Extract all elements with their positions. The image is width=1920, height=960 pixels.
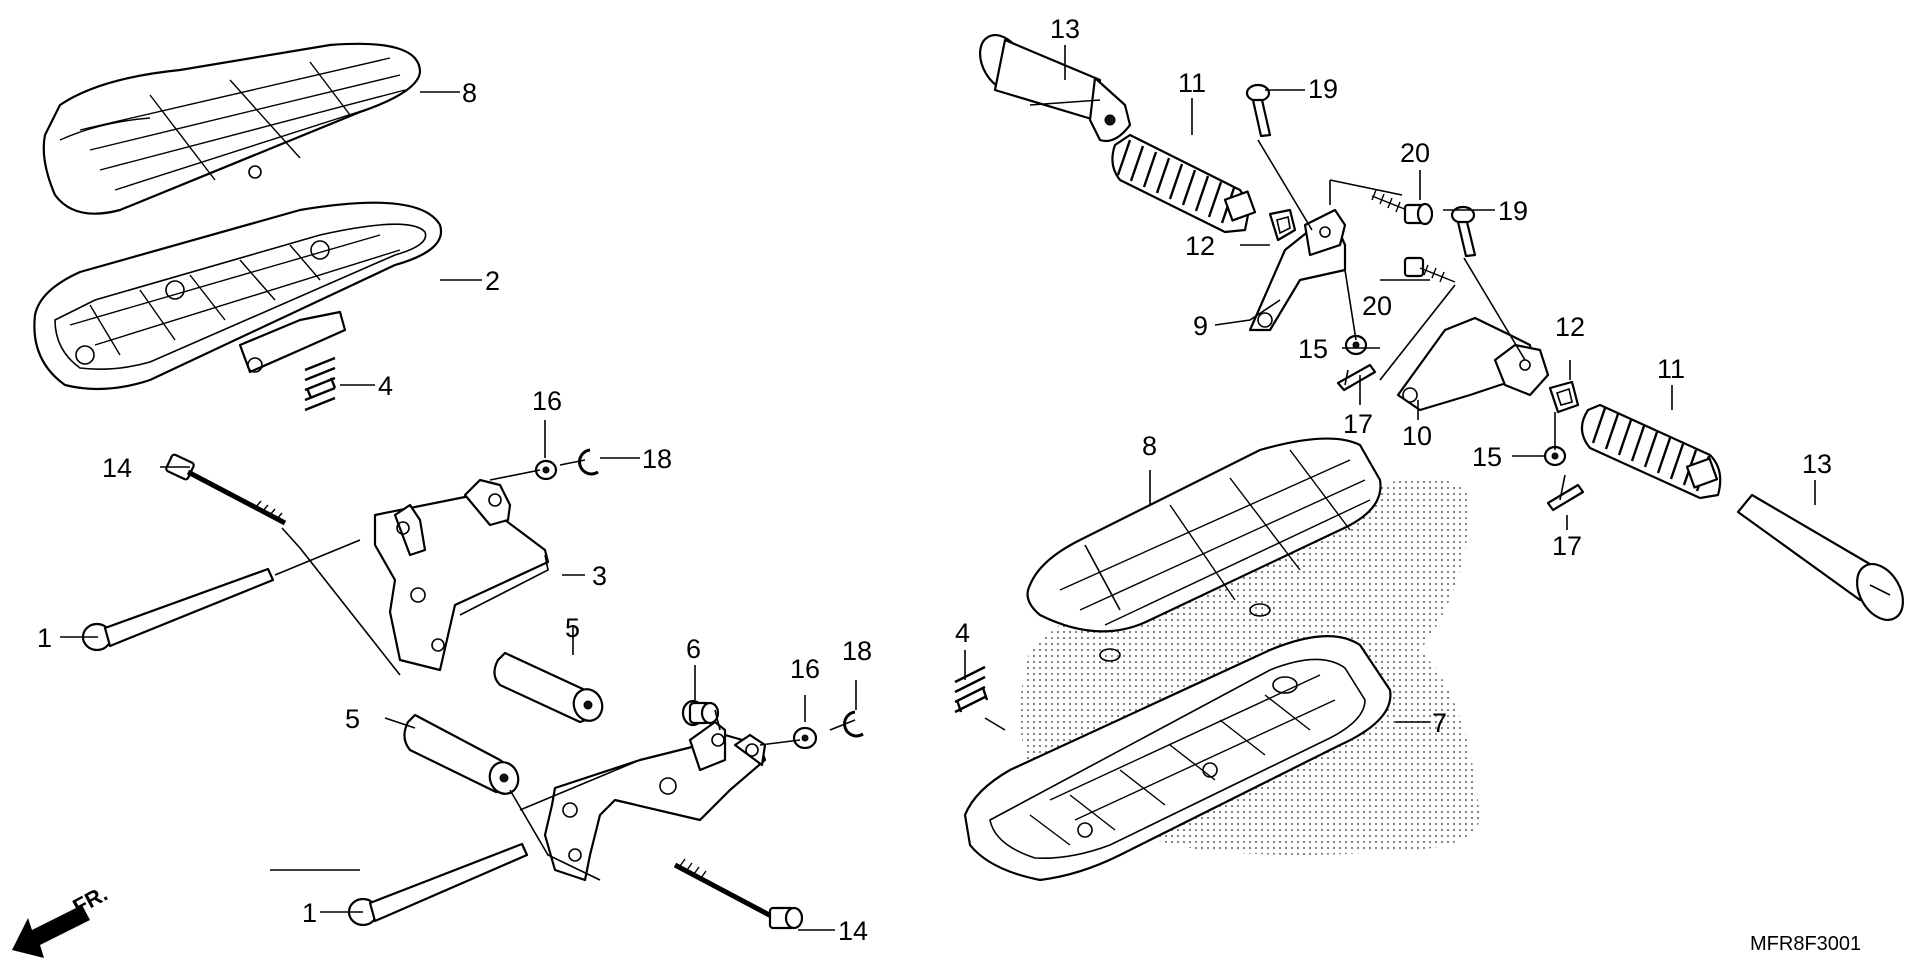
hinge-bracket-upper bbox=[373, 478, 550, 672]
label-part-2: 2 bbox=[485, 266, 500, 296]
label-part-17-lower: 17 bbox=[1552, 531, 1582, 561]
bracket-upper bbox=[1248, 208, 1347, 332]
label-part-1-lower: 1 bbox=[302, 898, 317, 928]
label-part-3: 3 bbox=[592, 561, 607, 591]
label-part-1-upper: 1 bbox=[37, 623, 52, 653]
foot-peg-upper bbox=[978, 34, 1132, 143]
label-part-13-lower: 13 bbox=[1802, 449, 1832, 479]
cotter-pin-upper bbox=[1336, 363, 1377, 392]
label-part-15-upper: 15 bbox=[1298, 334, 1328, 364]
roller-lower bbox=[403, 713, 520, 795]
label-part-10: 10 bbox=[1402, 421, 1432, 451]
bracket-lower bbox=[1396, 316, 1550, 412]
spring-right bbox=[954, 665, 1006, 731]
clip-upper bbox=[578, 448, 599, 476]
label-part-5-lower: 5 bbox=[345, 704, 360, 734]
label-part-20-lower: 20 bbox=[1362, 291, 1392, 321]
diagram-code: MFR8F3001 bbox=[1750, 933, 1861, 955]
label-part-19-upper: 19 bbox=[1308, 74, 1338, 104]
clevis-pin-upper bbox=[1245, 83, 1272, 138]
label-part-14-upper: 14 bbox=[102, 453, 132, 483]
grip-rubber-upper bbox=[1111, 133, 1257, 234]
footboard-rubber-left bbox=[42, 42, 422, 215]
bracket-bolt-upper bbox=[1371, 189, 1434, 226]
label-part-19-lower: 19 bbox=[1498, 196, 1528, 226]
label-part-20-upper: 20 bbox=[1400, 138, 1430, 168]
square-washer-upper bbox=[1268, 208, 1297, 242]
label-part-5-upper: 5 bbox=[565, 613, 580, 643]
label-part-12-upper: 12 bbox=[1185, 231, 1215, 261]
square-washer-lower bbox=[1548, 380, 1580, 414]
foot-peg-lower bbox=[1736, 493, 1905, 621]
label-part-11-upper: 11 bbox=[1178, 68, 1206, 98]
label-part-11-lower: 11 bbox=[1657, 354, 1685, 384]
label-part-15-lower: 15 bbox=[1472, 442, 1502, 472]
label-part-16-upper: 16 bbox=[532, 386, 562, 416]
arrow-down-left-icon bbox=[12, 905, 90, 958]
label-part-14-lower: 14 bbox=[838, 916, 868, 946]
footboard-base-left bbox=[33, 201, 443, 391]
clevis-pin-lower bbox=[1450, 205, 1477, 258]
roller-upper bbox=[493, 651, 604, 724]
label-part-6: 6 bbox=[686, 634, 701, 664]
hinge-bracket-lower bbox=[543, 720, 767, 882]
label-part-4-right: 4 bbox=[955, 618, 970, 648]
label-part-13-upper: 13 bbox=[1050, 14, 1080, 44]
label-part-8-left: 8 bbox=[462, 78, 477, 108]
label-part-4-left: 4 bbox=[378, 371, 393, 401]
bolt-upper bbox=[165, 453, 287, 526]
clip-lower bbox=[843, 710, 864, 738]
label-part-7: 7 bbox=[1432, 708, 1447, 738]
pin-upper bbox=[81, 567, 275, 652]
stud-bolt bbox=[681, 699, 720, 727]
label-part-8-right: 8 bbox=[1142, 431, 1157, 461]
label-part-16-lower: 16 bbox=[790, 654, 820, 684]
grip-rubber-lower bbox=[1580, 403, 1722, 500]
label-part-18-upper: 18 bbox=[642, 444, 672, 474]
front-direction-indicator: FR. bbox=[12, 881, 112, 958]
bolt-lower bbox=[673, 858, 804, 930]
spring-left bbox=[304, 356, 337, 412]
washer-upper bbox=[534, 459, 558, 481]
label-part-17-upper: 17 bbox=[1343, 409, 1373, 439]
footboard-base-right bbox=[963, 635, 1392, 882]
label-part-18-lower: 18 bbox=[842, 636, 872, 666]
bracket-bolt-lower bbox=[1403, 256, 1456, 283]
cotter-pin-lower bbox=[1546, 483, 1585, 512]
washer-lower bbox=[792, 726, 818, 750]
footboard-rubber-right bbox=[1026, 437, 1382, 662]
label-part-9: 9 bbox=[1193, 311, 1208, 341]
label-part-12-lower: 12 bbox=[1555, 312, 1585, 342]
pin-lower bbox=[347, 842, 529, 927]
